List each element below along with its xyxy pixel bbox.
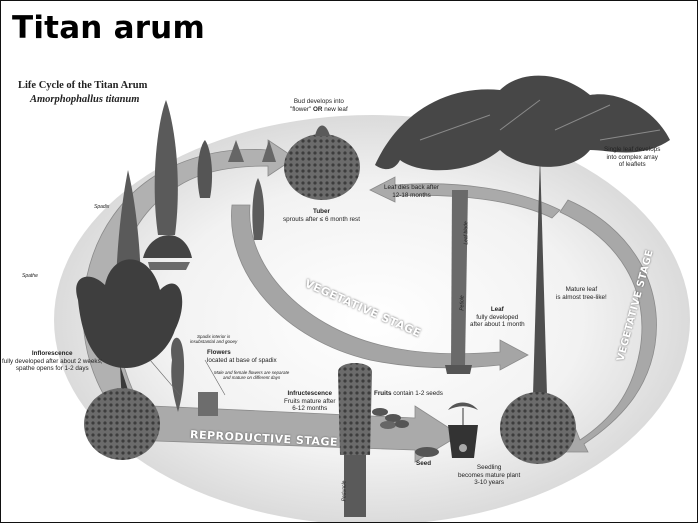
spadix-label: Spadix [94,204,109,210]
leaf-dies-label: Leaf dies back after 12-18 months [384,184,439,199]
male-female-label: Male and female flowers are separate and… [214,370,289,381]
spathe-label: Spathe [22,273,38,279]
diagram-subtitle: Amorphophallus titanum [30,94,139,105]
seedling-label: Seedling becomes mature plant 3-10 years [458,464,520,487]
fruits-label: Fruits contain 1-2 seeds [374,390,443,398]
peduncle-label: Peduncle [341,481,347,502]
tuber-label: Tuber sprouts after ≤ 6 month rest [283,208,360,223]
seed-label: Seed [416,460,431,468]
mature-leaf-label: Mature leaf is almost tree-like! [556,286,607,301]
petiole-label: Petiole [460,295,466,310]
single-leaf-label: Single leaf develops into complex array … [604,146,660,169]
bud-label: Bud develops into "flower" OR new leaf [290,98,348,113]
inflorescence-label: Inflorescence fully developed after abou… [2,350,102,373]
leaf-blade-label: Leaf blade [464,221,470,244]
infructescence-label: Infructescence Fruits mature after 6-12 … [284,390,335,413]
spadix-interior-label: Spadix interior is insubstantial and goo… [190,334,237,345]
diagram-title: Life Cycle of the Titan Arum [18,80,147,91]
leaf-label: Leaf fully developed after about 1 month [470,306,525,329]
flowers-label: Flowers located at base of spadix [207,349,277,364]
